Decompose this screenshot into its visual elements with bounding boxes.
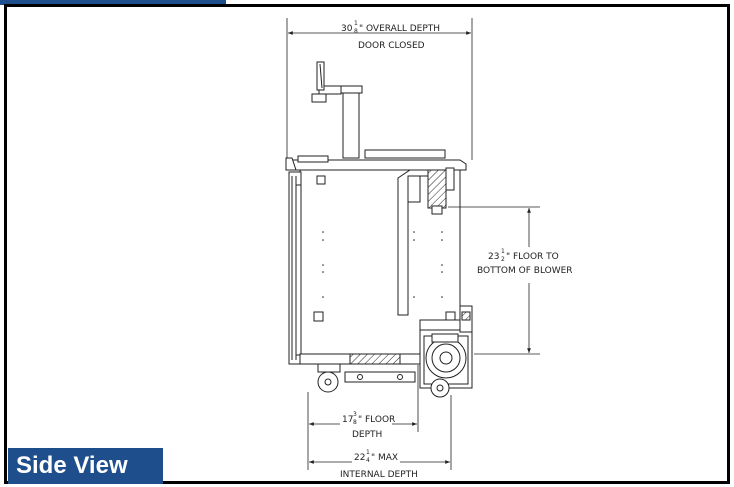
internal-depth-line2: INTERNAL DEPTH <box>340 470 418 480</box>
dim-floor-depth: 17 3 8 " FLOOR DEPTH <box>307 365 419 440</box>
blower-unit <box>419 305 473 398</box>
counter-top <box>285 149 467 171</box>
floor-depth-line1: " FLOOR <box>358 415 395 425</box>
beer-tap-tower <box>311 61 363 159</box>
floor-depth-line2: DEPTH <box>352 430 382 440</box>
overall-depth-num: 1 <box>354 20 358 27</box>
floor-to-blower-line1: " FLOOR TO <box>506 252 559 262</box>
internal-depth-line1: " MAX <box>371 453 398 463</box>
floor-depth-den: 8 <box>353 419 357 426</box>
floor-to-blower-whole: 23 <box>488 252 499 262</box>
dim-floor-to-blower: 23 1 2 " FLOOR TO BOTTOM OF BLOWER <box>448 206 573 355</box>
cabinet-base <box>299 353 421 383</box>
dim-overall-depth: 30 1 8 " OVERALL DEPTH DOOR CLOSED <box>286 18 473 160</box>
floor-to-blower-line2: BOTTOM OF BLOWER <box>477 266 573 276</box>
overall-depth-line1: " OVERALL DEPTH <box>359 24 440 34</box>
internal-depth-num: 1 <box>366 449 370 456</box>
floor-to-blower-den: 2 <box>501 256 505 263</box>
air-duct <box>397 167 455 316</box>
floor-depth-num: 3 <box>353 411 357 418</box>
floor-depth-whole: 17 <box>342 415 353 425</box>
caster-wheel <box>317 371 339 393</box>
internal-depth-den: 4 <box>366 457 370 464</box>
dim-internal-depth: 22 1 4 " MAX INTERNAL DEPTH <box>307 395 452 480</box>
cabinet-rivets <box>322 231 443 298</box>
floor-to-blower-num: 1 <box>501 248 505 255</box>
top-accent-tab <box>0 0 226 5</box>
internal-depth-whole: 22 <box>354 453 365 463</box>
overall-depth-line2: DOOR CLOSED <box>358 41 425 51</box>
overall-depth-den: 8 <box>354 28 358 35</box>
overall-depth-whole: 30 <box>341 24 353 34</box>
view-label: Side View <box>8 448 163 484</box>
